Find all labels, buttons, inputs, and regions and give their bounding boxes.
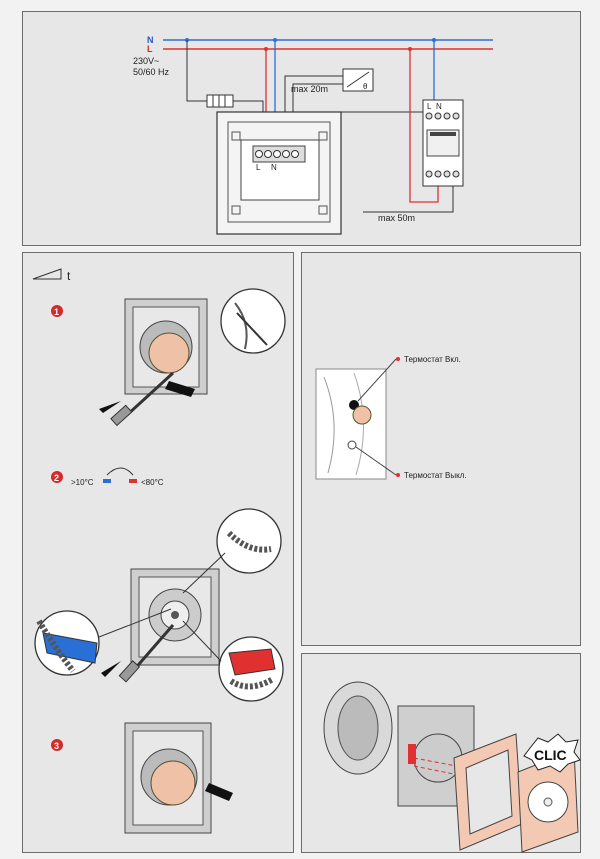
arrow-left-2-icon — [101, 661, 121, 677]
module-l-label: L — [427, 102, 432, 111]
heater-element-icon — [206, 94, 234, 108]
step-2-number: 2 — [54, 473, 59, 483]
led-off-icon — [347, 440, 357, 450]
cover-icon — [517, 749, 579, 853]
time-icon — [32, 268, 62, 280]
clic-badge: CLIC — [523, 733, 581, 773]
wiring-panel: N L 230V~ 50/60 Hz θ max 20m — [22, 11, 581, 246]
indicator-diagram: Термостат Вкл. Термостат Выкл. — [315, 355, 467, 480]
pointer-line-top — [182, 552, 226, 594]
max-temp-label: <80°C — [141, 478, 164, 487]
setting-panel: t 1 2 >10°C <80°C — [22, 252, 294, 853]
screwdriver-1-icon — [110, 371, 175, 427]
wiring-diagram: N L 230V~ 50/60 Hz θ max 20m — [133, 35, 493, 235]
arrow-push-icon — [205, 783, 233, 801]
screwdriver-2-icon — [118, 624, 175, 683]
arrow-left-icon — [99, 401, 121, 413]
terminal-n-label: N — [271, 163, 277, 172]
voltage-label: 230V~ — [133, 56, 159, 66]
thermostat-step-1-icon — [124, 298, 208, 395]
blue-marker-icon — [103, 479, 111, 483]
knob-icon — [352, 405, 372, 425]
thermostat-step-3-icon — [124, 722, 212, 834]
step-1-badge — [51, 305, 63, 317]
pointer-on — [357, 358, 397, 402]
pointer-off — [355, 446, 397, 476]
magnifier-detail-1-icon — [220, 288, 286, 354]
max-control-label: max 50m — [378, 213, 415, 223]
arrow-right-icon — [165, 381, 195, 397]
svg-text:θ: θ — [363, 82, 368, 91]
step-2-badge — [51, 471, 63, 483]
range-arc-icon — [106, 467, 134, 476]
live-label: L — [147, 44, 153, 54]
indicator-panel: Термостат Вкл. Термостат Выкл. — [301, 252, 581, 646]
min-temp-label: >10°C — [71, 478, 94, 487]
thermostat-step-2-icon — [130, 568, 220, 666]
indicator-photo — [315, 368, 387, 480]
pointer-line-blue — [98, 608, 172, 638]
thermostat-off-label: Термостат Выкл. — [404, 471, 467, 480]
frame-icon — [453, 733, 523, 851]
assembly-panel: CLIC — [301, 653, 581, 853]
time-label: t — [67, 269, 71, 283]
max-sensor-label: max 20m — [291, 84, 328, 94]
assembly-diagram: CLIC — [323, 681, 581, 853]
frequency-label: 50/60 Hz — [133, 67, 170, 77]
red-marker-icon — [129, 479, 137, 483]
magnifier-red-icon — [218, 636, 284, 702]
clic-label: CLIC — [534, 747, 567, 763]
magnifier-detail-2-icon — [216, 508, 282, 574]
thermostat-on-label: Термостат Вкл. — [404, 355, 461, 364]
pointer-line-red — [182, 620, 222, 662]
step-3-badge — [51, 739, 63, 751]
neutral-label: N — [147, 35, 154, 45]
setting-diagram: t 1 2 >10°C <80°C — [32, 268, 286, 834]
wall-box-icon — [323, 681, 393, 775]
step-3-number: 3 — [54, 741, 59, 751]
magnifier-blue-icon — [34, 610, 100, 676]
step-1-number: 1 — [54, 307, 59, 317]
module-n-label: N — [436, 102, 442, 111]
terminal-l-label: L — [256, 163, 261, 172]
